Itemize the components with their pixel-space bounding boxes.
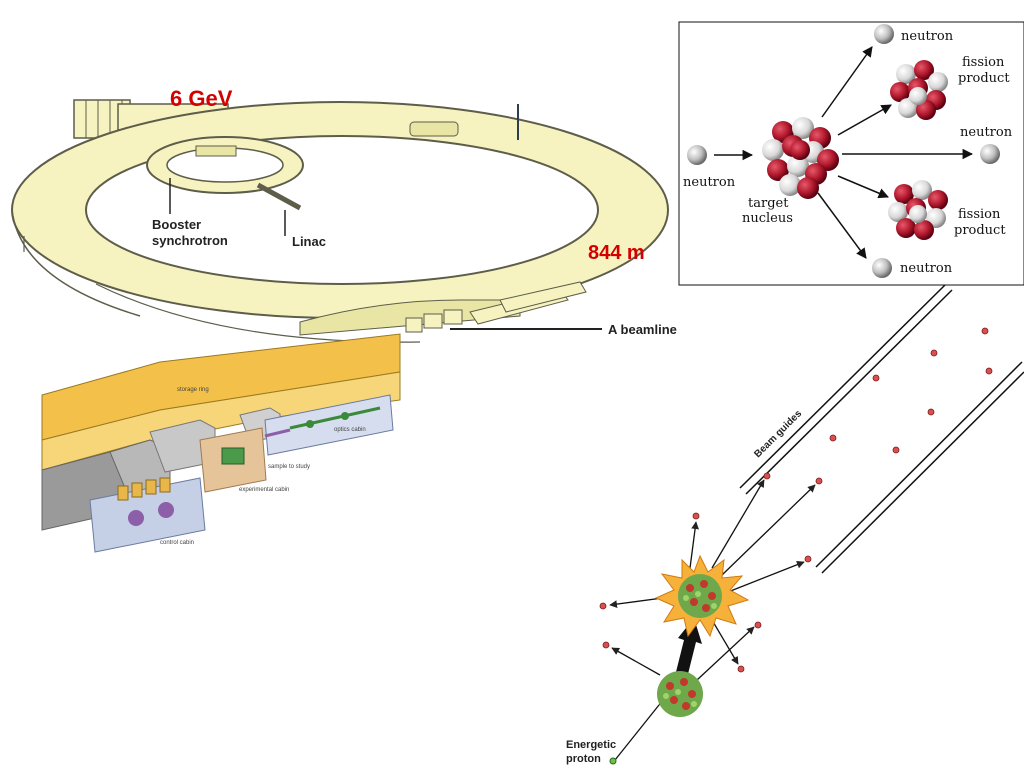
neutron-right [980, 144, 1000, 164]
neutron-left-label: neutron [683, 175, 736, 190]
booster-label-line1: Booster [152, 217, 201, 232]
impact-arrow [676, 618, 702, 674]
fission-product-bottom-line1: fission [958, 207, 1001, 222]
synchrotron-ring-diagram: 6 GeV Booster synchrotron Linac 844 m A … [10, 86, 677, 343]
beam-guides [739, 284, 1024, 574]
neutron-incoming [687, 145, 707, 165]
fission-product-top-line2: product [958, 71, 1010, 86]
sample-label: sample to study [268, 464, 310, 470]
control-cabin-label: control cabin [160, 540, 194, 546]
neutron-bottom [872, 258, 892, 278]
proton-dot [609, 757, 617, 765]
neutron-right-label: neutron [960, 125, 1013, 140]
optics-cabin-label: optics cabin [334, 427, 366, 433]
fission-product-bottom-line2: product [954, 223, 1006, 238]
target-nucleus-line1: target [748, 196, 789, 211]
beam-guides-label: Beam guides [752, 408, 804, 460]
spallation-diagram: Beam guides [566, 284, 1024, 765]
booster-label-line2: synchrotron [152, 233, 228, 248]
optics-cabin [264, 394, 394, 456]
beamline-hutches [299, 281, 587, 336]
proton-label-line1: Energetic [566, 739, 616, 751]
fission-product-bottom [888, 180, 948, 240]
ring-circumference-label: 844 m [588, 242, 645, 264]
experimental-cabin-label: experimental cabin [239, 487, 289, 493]
target-nucleus-line2: nucleus [742, 211, 793, 226]
neutron-top-label: neutron [901, 29, 954, 44]
linac-label: Linac [292, 234, 326, 249]
proton-label-line2: proton [566, 753, 601, 765]
fission-product-top-line1: fission [962, 55, 1005, 70]
storage-ring-label: storage ring [177, 387, 209, 393]
target-nucleus [762, 117, 839, 199]
fission-product-top [890, 60, 948, 120]
beamline-hall-cutaway: storage ring optics cabin sample to stud… [41, 333, 401, 553]
incoming-nucleus [657, 671, 703, 717]
neutron-bottom-label: neutron [900, 261, 953, 276]
fission-diagram: neutron fission product neutron neutron … [678, 21, 1024, 286]
scattered-neutrons [599, 327, 993, 673]
beamline-label: A beamline [608, 322, 677, 337]
ring-energy-label: 6 GeV [170, 86, 233, 111]
spallation-target [678, 574, 722, 618]
neutron-top [874, 24, 894, 44]
